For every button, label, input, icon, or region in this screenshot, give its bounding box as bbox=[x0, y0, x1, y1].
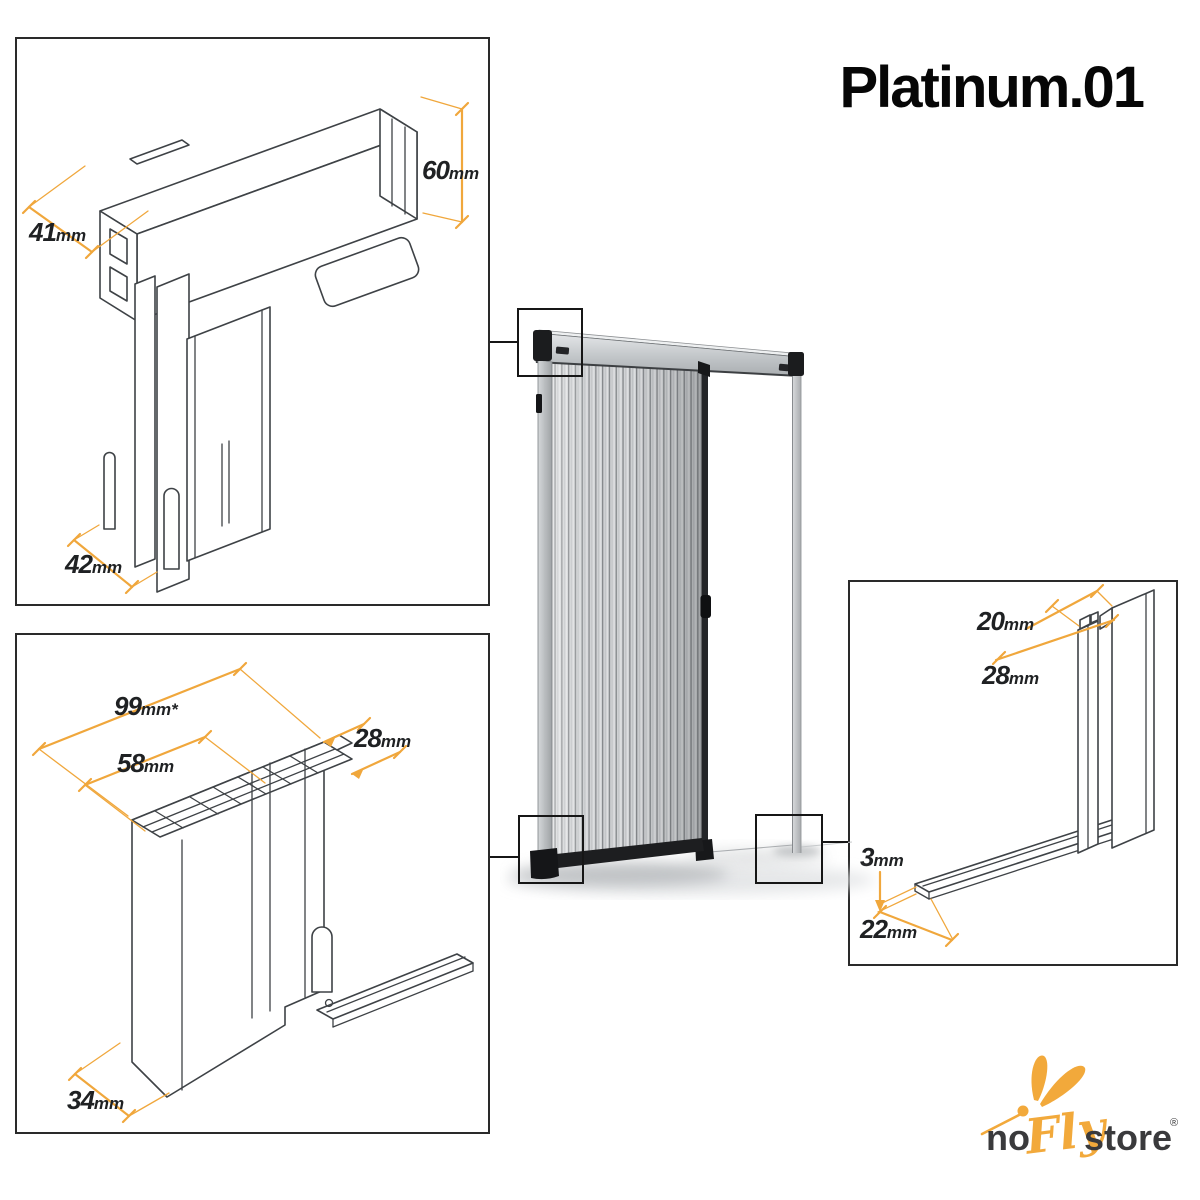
rail-clip-left bbox=[555, 346, 570, 355]
callout-box-bottom-corner bbox=[518, 815, 584, 884]
section-profile-drawing bbox=[31, 661, 474, 1124]
logo-word-store: store bbox=[1084, 1117, 1172, 1158]
top-right-cap bbox=[788, 352, 804, 376]
rail-clip-right bbox=[778, 363, 790, 372]
top-left-cap bbox=[533, 330, 552, 361]
connector-rail-base bbox=[823, 841, 848, 843]
dragonfly-icon bbox=[980, 1055, 1086, 1136]
dimension-label-60mm: 60mm bbox=[422, 155, 480, 185]
left-rail-clip bbox=[536, 394, 542, 413]
pleated-mesh bbox=[551, 353, 704, 868]
left-rail bbox=[536, 359, 553, 868]
dimension-label-3mm: 3mm bbox=[860, 842, 904, 872]
dimension-label-99mm: 99mm* bbox=[114, 691, 178, 721]
logo-registered-mark: ® bbox=[1170, 1117, 1178, 1129]
right-rail bbox=[792, 372, 802, 853]
pleated-screen-door-render bbox=[505, 329, 875, 895]
dimension-label-28mm-section: 28mm bbox=[354, 723, 412, 753]
logo-word-no: no bbox=[986, 1117, 1030, 1158]
corner-profile-drawing bbox=[21, 96, 470, 595]
dimension-label-58mm: 58mm bbox=[117, 748, 175, 778]
bottom-left-foot bbox=[530, 848, 559, 880]
floor-track-line bbox=[709, 844, 794, 853]
nofly-store-logo: no Fly store ® bbox=[980, 1055, 1178, 1166]
detail-panel-bottom-section: 99mm* 58mm 28mm 34mm bbox=[15, 633, 490, 1134]
handle-knob bbox=[700, 595, 711, 618]
dimension-label-20mm: 20mm bbox=[977, 606, 1035, 636]
dimension-label-41mm: 41mm bbox=[29, 217, 87, 247]
connector-top-corner bbox=[490, 341, 517, 343]
detail-panel-side-rail: 20mm 28mm 3mm 22mm bbox=[848, 580, 1178, 966]
bottom-bar bbox=[530, 838, 704, 880]
connector-bottom-corner bbox=[490, 856, 518, 858]
detail-panel-top-corner: 41mm 60mm 42mm bbox=[15, 37, 490, 606]
side-rail-drawing bbox=[872, 583, 1155, 948]
callout-box-rail-base bbox=[755, 814, 823, 884]
logo-word-fly: Fly bbox=[1020, 1100, 1112, 1166]
dimension-label-42mm: 42mm bbox=[65, 549, 123, 579]
product-title: Platinum.01 bbox=[839, 55, 1145, 120]
dimension-label-34mm: 34mm bbox=[67, 1085, 125, 1115]
dimension-label-28mm-rail: 28mm bbox=[982, 660, 1040, 690]
callout-box-top-corner bbox=[517, 308, 583, 377]
dimension-label-22mm: 22mm bbox=[860, 914, 918, 944]
